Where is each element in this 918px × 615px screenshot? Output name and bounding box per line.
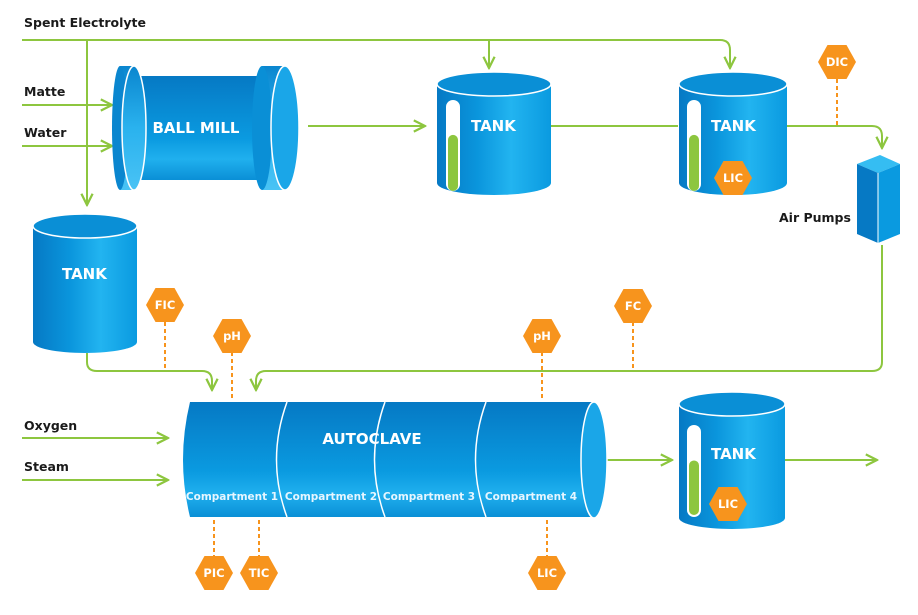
hexagon-badge-icon (709, 487, 747, 521)
label-spent-electrolyte: Spent Electrolyte (24, 15, 146, 30)
instrument-fc[interactable]: FC (614, 289, 652, 323)
hexagon-badge-icon (146, 288, 184, 322)
instrument-label: LIC (723, 171, 743, 185)
pipes (22, 39, 883, 480)
tank-left-label: TANK (62, 265, 108, 283)
tank-top-middle-label: TANK (471, 117, 517, 135)
autoclave[interactable]: AUTOCLAVE Compartment 1 Compartment 2 Co… (183, 401, 608, 519)
instrument-lic-top[interactable]: LIC (714, 161, 752, 195)
label-water: Water (24, 125, 67, 140)
label-steam: Steam (24, 459, 69, 474)
pipe-air-pumps-to-autoclave (256, 245, 883, 390)
level-fill-bottom-right (689, 460, 699, 515)
hexagon-badge-icon (818, 45, 856, 79)
compartment-divider (474, 401, 487, 518)
instrument-tic[interactable]: TIC (240, 556, 278, 590)
ball-mill[interactable]: BALL MILL (112, 65, 300, 191)
hexagon-badge-icon (240, 556, 278, 590)
ball-mill-label: BALL MILL (152, 119, 239, 137)
tank-left[interactable]: TANK (32, 213, 138, 353)
hexagon-badge-icon (195, 556, 233, 590)
instrument-dic[interactable]: DIC (818, 45, 856, 79)
instrument-ph-left[interactable]: pH (213, 319, 251, 353)
instrument-label: TIC (249, 566, 270, 580)
autoclave-label: AUTOCLAVE (322, 430, 421, 448)
tank-top-middle[interactable]: TANK (436, 71, 552, 195)
instrument-label: pH (533, 329, 551, 343)
tank-top-right[interactable]: TANK (678, 71, 788, 195)
instrument-label: LIC (537, 566, 557, 580)
hexagon-badge-icon (523, 319, 561, 353)
compartment-3-label: Compartment 3 (383, 491, 475, 503)
level-fill-top-right (689, 134, 699, 191)
instrument-fic[interactable]: FIC (146, 288, 184, 322)
instrument-pic[interactable]: PIC (195, 556, 233, 590)
compartment-divider (373, 401, 386, 518)
tank-top-right-label: TANK (711, 117, 757, 135)
instrument-label: DIC (826, 55, 848, 69)
level-fill-top-middle (448, 134, 458, 191)
air-pumps-label: Air Pumps (779, 210, 851, 225)
instrument-label: LIC (718, 497, 738, 511)
pipe-spent-electrolyte-main (22, 39, 730, 68)
compartment-4-label: Compartment 4 (485, 491, 577, 503)
compartment-2-label: Compartment 2 (285, 491, 377, 503)
instrument-lic-autoclave[interactable]: LIC (528, 556, 566, 590)
instrument-lic-bottom-tank[interactable]: LIC (709, 487, 747, 521)
instrument-label: FIC (155, 298, 176, 312)
pipe-left-tank-to-autoclave (86, 353, 212, 390)
signal-lines (164, 79, 838, 556)
pipe-tank-to-air-pumps (787, 125, 882, 148)
hexagon-badge-icon (528, 556, 566, 590)
label-matte: Matte (24, 84, 65, 99)
instrument-label: PIC (203, 566, 224, 580)
compartment-divider (275, 401, 288, 518)
tank-bottom-right[interactable]: TANK (678, 391, 786, 529)
air-pumps[interactable]: Air Pumps (779, 155, 900, 243)
instrument-label: pH (223, 329, 241, 343)
instrument-label: FC (625, 299, 641, 313)
compartment-1-label: Compartment 1 (186, 491, 278, 503)
label-oxygen: Oxygen (24, 418, 77, 433)
hexagon-badge-icon (714, 161, 752, 195)
hexagon-badge-icon (213, 319, 251, 353)
instruments: DIC LIC FIC pH pH FC PIC TIC LIC LIC (146, 45, 856, 590)
instrument-ph-right[interactable]: pH (523, 319, 561, 353)
tank-bottom-right-label: TANK (711, 445, 757, 463)
hexagon-badge-icon (614, 289, 652, 323)
